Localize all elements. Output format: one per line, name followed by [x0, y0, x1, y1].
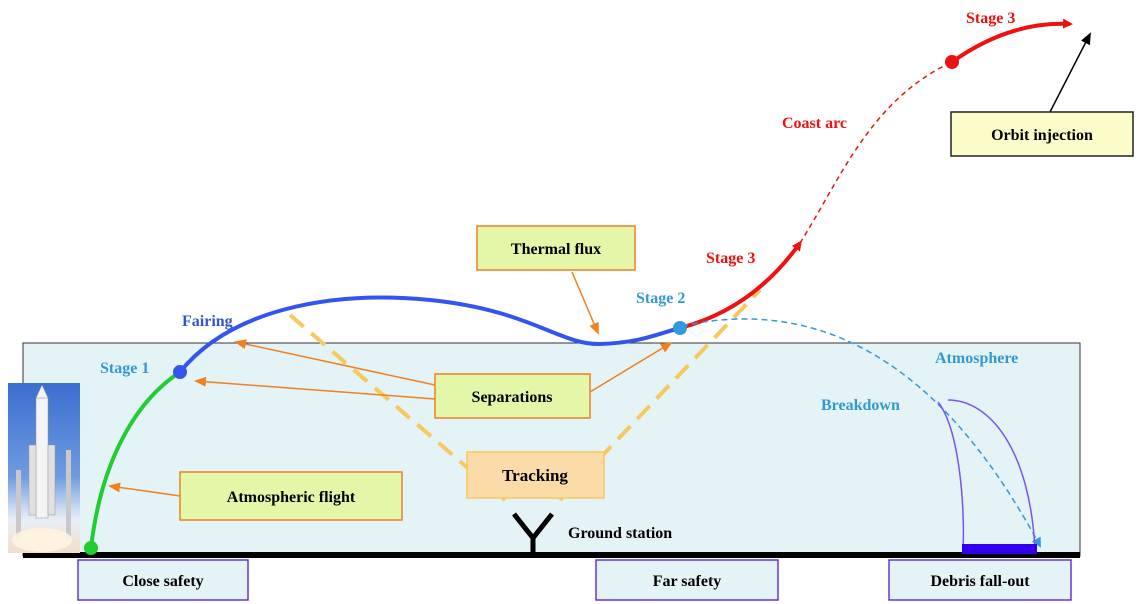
debris-fallout-box: [888, 559, 1072, 601]
close-safety-text: Close safety: [122, 573, 203, 590]
stage3-label-high: Stage 3: [966, 10, 1015, 27]
tracking-text: Tracking: [502, 466, 568, 485]
rocket-image: [8, 383, 80, 553]
tracking-box: [466, 451, 605, 499]
thermal-flux-arrow: [571, 271, 599, 335]
thermal-flux-text: Thermal flux: [511, 241, 601, 258]
thermal-flux-box: [476, 225, 636, 271]
separation-arrow-stage1: [194, 376, 436, 400]
stage2-point: [673, 321, 687, 335]
orbit-injection-arrow: [1049, 32, 1091, 113]
breakdown-label: Breakdown: [821, 397, 900, 414]
debris-zone: [962, 544, 1037, 554]
breakdown-arc-outer: [947, 399, 1036, 551]
breakdown-arc-inner: [937, 401, 965, 551]
separations-text: Separations: [472, 389, 553, 406]
far-safety-text: Far safety: [653, 573, 722, 590]
stage3-upper-trajectory: [950, 18, 1073, 64]
stage2-trajectory: [178, 295, 681, 374]
atmospheric-flight-box: [179, 471, 403, 521]
atmospheric-flight-text: Atmospheric flight: [227, 489, 356, 506]
ground-station-label: Ground station: [568, 525, 672, 542]
orbit-injection-text: Orbit injection: [991, 127, 1093, 144]
separation-arrow-stage2: [589, 341, 673, 393]
debris-fallout-text: Debris fall-out: [930, 573, 1030, 590]
ground-line: [23, 552, 1080, 558]
stage1-trajectory: [89, 370, 182, 549]
separations-box: [434, 373, 591, 419]
atmospheric-flight-arrow: [108, 482, 181, 497]
atmosphere-label: Atmosphere: [935, 350, 1018, 367]
ground-station-icon: [512, 512, 554, 553]
stage2-label: Stage 2: [636, 290, 685, 307]
close-safety-box: [77, 559, 249, 601]
stage3-label-low: Stage 3: [706, 250, 755, 267]
fairing-label: Fairing: [182, 313, 233, 330]
launch-point: [84, 541, 98, 555]
tracking-beam-right: [558, 288, 762, 502]
stage1-label: Stage 1: [100, 360, 149, 377]
far-safety-box: [595, 559, 779, 601]
coast-arc: [799, 61, 953, 244]
stage1-point: [173, 365, 187, 379]
separation-arrow-fairing: [234, 339, 436, 386]
coast-arc-label: Coast arc: [782, 115, 847, 132]
stage3-point: [945, 55, 959, 69]
orbit-injection-box: [950, 111, 1134, 157]
